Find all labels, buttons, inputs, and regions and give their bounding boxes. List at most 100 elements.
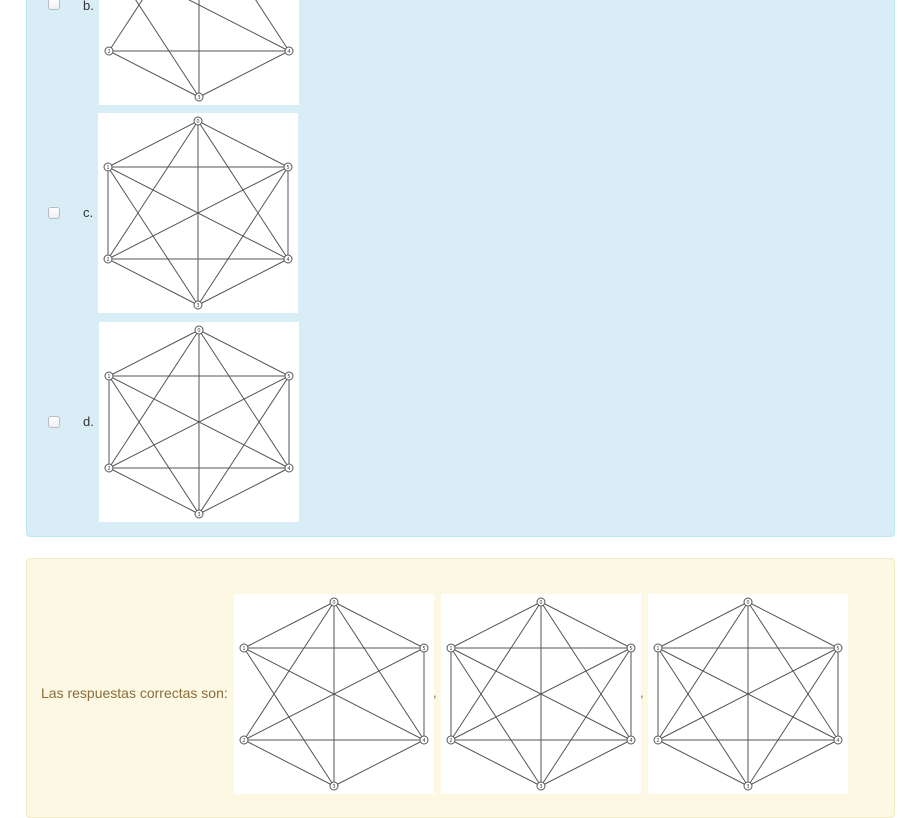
graph-node-label: 0 [197, 328, 200, 334]
graph-node [103, 162, 113, 172]
graph-edge [243, 647, 425, 741]
graph-edge [747, 601, 839, 649]
graph-node-label: 1 [449, 646, 452, 652]
graph-node [626, 643, 636, 653]
graph-edge [747, 647, 839, 787]
graph-node [446, 735, 456, 745]
graph-edge [243, 601, 335, 649]
graph-node-label: 2 [106, 257, 109, 263]
graph-edge [107, 166, 289, 260]
option-c-checkbox[interactable] [48, 207, 60, 219]
graph-node [104, 46, 114, 56]
graph-node [283, 254, 293, 264]
graph-node [419, 735, 429, 745]
graph-edge [540, 601, 632, 649]
graph-edge [108, 0, 143, 52]
graph-edge [450, 647, 632, 741]
option-d-checkbox[interactable] [48, 416, 60, 428]
graph-node [743, 781, 753, 791]
graph-node [283, 162, 293, 172]
graph-edge [107, 120, 199, 168]
correct-answers-label: Las respuestas correctas son: [41, 685, 228, 701]
graph-node-label: 5 [629, 646, 632, 652]
graph-node-label: 1 [106, 165, 109, 171]
graph-node-label: 3 [197, 512, 200, 518]
graph-edge [197, 120, 289, 168]
graph-node [193, 300, 203, 310]
graph-node-label: 3 [746, 784, 749, 790]
graph-answer-1: 0 1 2 3 4 5 [239, 597, 429, 791]
graph-edge [657, 601, 749, 649]
graph-node [104, 371, 114, 381]
graph-edge [135, 0, 200, 98]
graph-node-label: 4 [836, 738, 839, 744]
graph-node-label: 3 [332, 784, 335, 790]
graph-node-label: 4 [287, 466, 290, 472]
answer-separator: , [640, 685, 644, 700]
option-c-label: c. [83, 205, 94, 220]
graph-edge [540, 647, 632, 787]
graph-edge [333, 601, 425, 649]
graph-node [284, 371, 294, 381]
graph-node [103, 254, 113, 264]
graph-node-label: 3 [539, 784, 542, 790]
graph-node-label: 3 [197, 95, 200, 101]
graph-node-label: 2 [449, 738, 452, 744]
graph-edge [333, 739, 425, 787]
graph-node [329, 597, 339, 607]
graph-node [833, 735, 843, 745]
graph-node-label: 0 [332, 600, 335, 606]
graph-node [284, 46, 294, 56]
graph-edge [198, 50, 290, 98]
graph-node-label: 0 [539, 600, 542, 606]
graph-node-label: 0 [196, 119, 199, 125]
graph-edge [108, 329, 200, 377]
graph-edge [747, 739, 839, 787]
graph-edge [197, 258, 289, 306]
graph-node-label: 2 [242, 738, 245, 744]
option-b-label: b. [83, 0, 94, 13]
graph-node-label: 4 [422, 738, 425, 744]
graph-node [239, 643, 249, 653]
graph-edge [108, 50, 200, 98]
graph-node [536, 597, 546, 607]
graph-node-label: 5 [836, 646, 839, 652]
graph-node [653, 643, 663, 653]
graph-edge [657, 739, 749, 787]
graph-edge [255, 0, 290, 52]
graph-edge [243, 739, 335, 787]
graph-node [419, 643, 429, 653]
option-d-label: d. [83, 414, 94, 429]
graph-node [833, 643, 843, 653]
answer-separator: , [433, 685, 437, 700]
graph-node-label: 2 [107, 49, 110, 55]
graph-node [284, 463, 294, 473]
graph-node [239, 735, 249, 745]
graph-option-d: 0 1 2 3 4 5 [104, 325, 294, 519]
graph-edge [657, 647, 839, 741]
graph-node-label: 5 [287, 374, 290, 380]
graph-edge [108, 467, 200, 515]
graph-node-label: 5 [422, 646, 425, 652]
graph-node-label: 2 [107, 466, 110, 472]
graph-node [536, 781, 546, 791]
option-d-graph: 0 1 2 3 4 5 [99, 322, 299, 522]
graph-edge [188, 0, 290, 52]
option-b-checkbox[interactable] [48, 0, 60, 10]
graph-edge [450, 601, 542, 649]
graph-node-label: 3 [196, 303, 199, 309]
graph-node [653, 735, 663, 745]
graph-node-label: 2 [656, 738, 659, 744]
graph-node-label: 1 [242, 646, 245, 652]
graph-node [743, 597, 753, 607]
graph-node-label: 1 [656, 646, 659, 652]
graph-node-label: 4 [287, 49, 290, 55]
graph-node-label: 1 [107, 374, 110, 380]
